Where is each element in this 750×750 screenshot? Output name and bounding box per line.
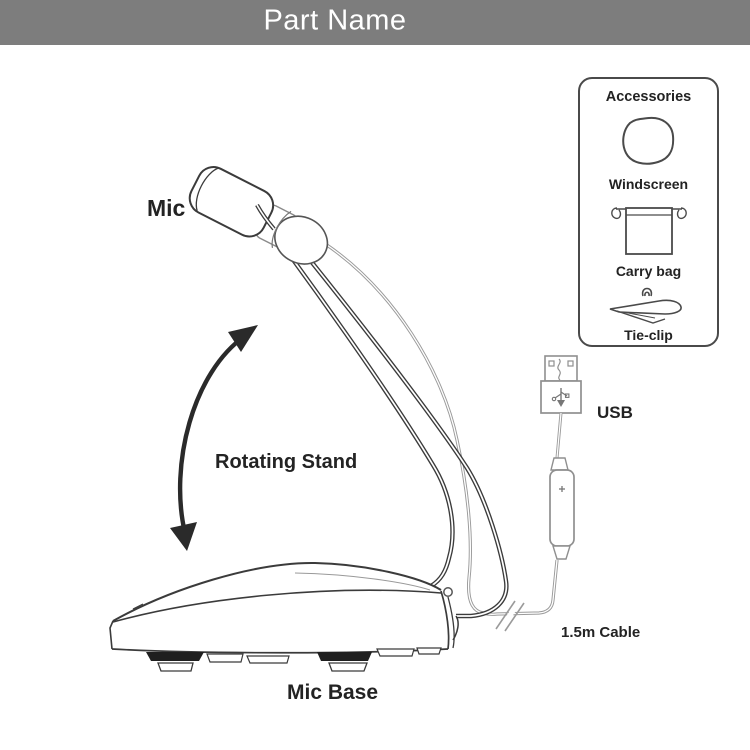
foot-left bbox=[157, 662, 194, 672]
windscreen-label: Windscreen bbox=[608, 176, 689, 192]
carry-bag-icon bbox=[610, 207, 687, 255]
accessories-title: Accessories bbox=[605, 89, 692, 105]
page-title: Part Name bbox=[263, 4, 407, 37]
remote-mark-icon bbox=[559, 486, 565, 492]
microphone-diagram bbox=[109, 166, 582, 672]
usb-metal-shield bbox=[544, 355, 578, 382]
foot-right bbox=[328, 662, 368, 672]
usb-plug bbox=[540, 355, 582, 414]
stand-heel bbox=[452, 615, 459, 641]
mic-head bbox=[188, 166, 329, 265]
cable-break-mark bbox=[495, 600, 525, 632]
mic-base bbox=[109, 561, 459, 672]
pivot-screw-icon bbox=[443, 587, 453, 597]
header-bar: Part Name bbox=[0, 0, 750, 45]
cable-length-label: 1.5m Cable bbox=[561, 624, 641, 641]
tie-clip-label: Tie-clip bbox=[624, 327, 673, 343]
usb-cable-line bbox=[555, 412, 563, 459]
arrowhead-up-icon bbox=[228, 325, 258, 352]
foot-pad-right bbox=[317, 652, 372, 661]
carry-bag-label: Carry bag bbox=[615, 263, 682, 279]
foot-pad-left bbox=[146, 652, 204, 661]
windscreen-icon bbox=[621, 116, 674, 165]
stand-arm bbox=[253, 206, 509, 619]
inline-remote bbox=[549, 457, 575, 560]
diagram-canvas: Mic Rotating Stand Mic Base USB 1.5m Cab… bbox=[0, 45, 750, 750]
mic-base-label: Mic Base bbox=[287, 681, 379, 704]
remote-body bbox=[549, 469, 575, 547]
arrowhead-down-icon bbox=[170, 522, 197, 551]
usb-trident-icon bbox=[551, 388, 570, 407]
accessories-panel: Accessories Windscreen Carry bag Tie-cli… bbox=[578, 77, 719, 347]
mic-label: Mic bbox=[147, 195, 186, 221]
tie-clip-icon bbox=[609, 287, 682, 324]
yoke-cable-wrap bbox=[255, 203, 276, 231]
mic-cable-line bbox=[323, 241, 559, 616]
rotation-arrow bbox=[170, 325, 258, 551]
usb-label: USB bbox=[597, 403, 633, 422]
rotating-stand-label: Rotating Stand bbox=[215, 451, 358, 473]
